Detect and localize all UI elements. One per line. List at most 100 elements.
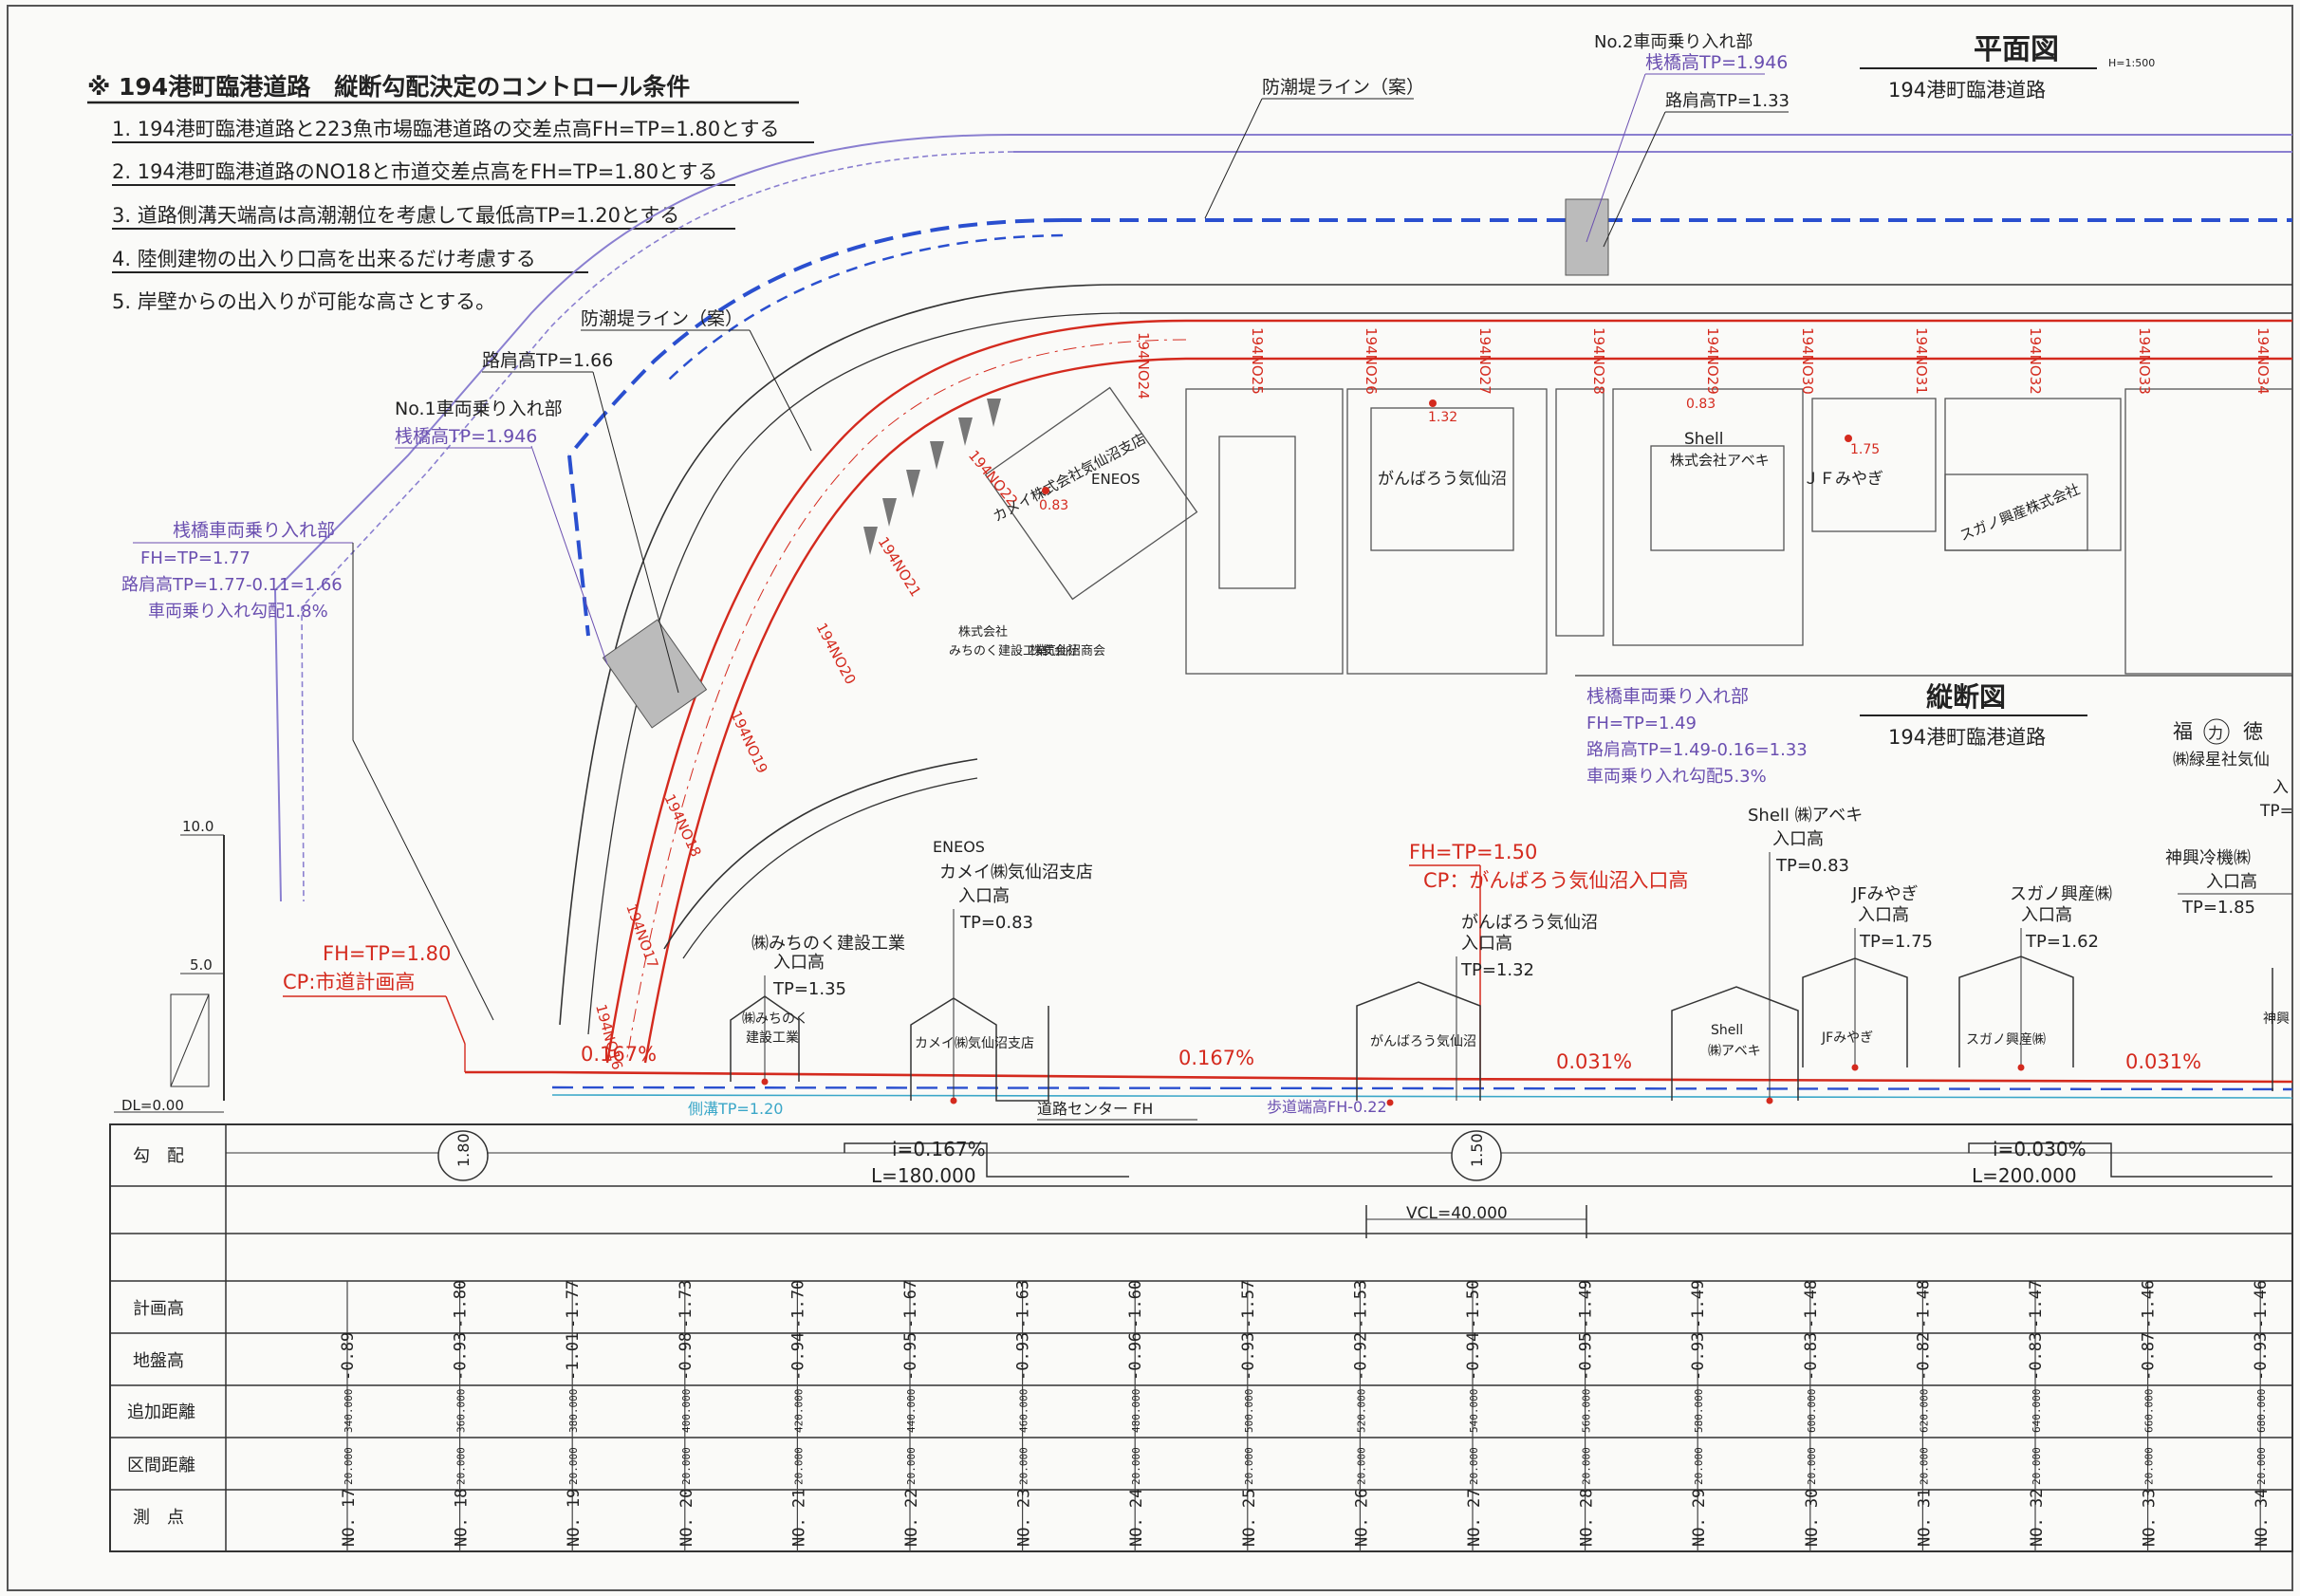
interval-value: 20.000 <box>2031 1447 2043 1485</box>
grade-pivot-label: 1.50 <box>1468 1133 1486 1167</box>
no2-bridge-entry <box>1565 198 1609 276</box>
ground-height-value: -0.83 <box>2027 1332 2046 1381</box>
building-label-eneos: ENEOS <box>1091 471 1141 488</box>
building-label: みちのく建設工業 <box>949 643 1048 659</box>
add-distance-value: 660.000 <box>2143 1389 2156 1433</box>
scale-label: 10.0 <box>182 818 213 835</box>
entrance-label: ㈱みちのく建設工業 <box>751 934 905 954</box>
bridge-note1-line: FH=TP=1.77 <box>140 548 250 568</box>
entrance-label: TP=1.75 <box>1859 932 1933 952</box>
plan-height-value: -1.57 <box>1239 1280 1258 1328</box>
ground-height-value: -0.93 <box>1689 1332 1708 1381</box>
spot-height: 0.83 <box>1039 498 1068 513</box>
add-distance-value: 460.000 <box>1018 1389 1030 1433</box>
plan-station-label: 194NO26 <box>1363 327 1380 395</box>
plan-station-label: 194NO32 <box>2027 327 2044 395</box>
fukuriki-label: 入 <box>2272 778 2289 797</box>
add-distance-value: 520.000 <box>1355 1389 1367 1433</box>
plan-height-value: -1.77 <box>564 1280 583 1328</box>
plan-station-label: 194NO21 <box>875 534 925 601</box>
grade-label: 0.031% <box>2125 1050 2201 1073</box>
no1-entry-label: No.1車両乗り入れ部 <box>395 399 563 419</box>
add-distance-value: 420.000 <box>792 1389 805 1433</box>
no1-bridge-entry <box>602 619 708 729</box>
interval-value: 20.000 <box>455 1447 468 1485</box>
bridge-note2-line: FH=TP=1.49 <box>1586 714 1697 733</box>
station-value: NO. 31 <box>1915 1489 1934 1547</box>
plan-height-value: -1.73 <box>677 1280 696 1328</box>
ground-height-value: -0.98 <box>677 1332 696 1381</box>
add-distance-value: 600.000 <box>1806 1389 1818 1433</box>
legend-gutter: 側溝TP=1.20 <box>688 1100 783 1118</box>
entrance-label: 入口高 <box>2021 905 2072 925</box>
ground-height-value: -0.93 <box>452 1332 471 1381</box>
grade-label: 0.167% <box>581 1043 657 1066</box>
vcl-label: VCL=40.000 <box>1406 1204 1508 1223</box>
station-value: NO. 34 <box>2253 1489 2272 1547</box>
entrance-label: スガノ興産㈱ <box>2010 884 2112 904</box>
interval-value: 20.000 <box>567 1447 580 1485</box>
no2-shoulder-label: 路肩高TP=1.33 <box>1665 91 1790 111</box>
fukuriki-label: 福 <box>2173 720 2193 743</box>
row-label-station: 測 点 <box>133 1508 184 1528</box>
building-label: 株式会社 <box>958 624 1008 640</box>
plan-height-value: -1.60 <box>1126 1280 1145 1328</box>
bridge-note2-line: 路肩高TP=1.49-0.16=1.33 <box>1586 740 1808 760</box>
no2-entry-label: No.2車両乗り入れ部 <box>1594 32 1753 52</box>
interval-value: 20.000 <box>2255 1447 2268 1485</box>
no1-bridge-height: 桟橋高TP=1.946 <box>395 426 537 447</box>
scale-label: DL=0.00 <box>121 1097 184 1114</box>
station-value: NO. 22 <box>902 1489 921 1547</box>
plan-scale: H=1:500 <box>2108 57 2155 69</box>
station-value: NO. 27 <box>1465 1489 1484 1547</box>
sign-label: ㈱アベキ <box>1708 1044 1761 1059</box>
ground-height-value: -0.92 <box>1351 1332 1370 1381</box>
condition-1: 1. 194港町臨港道路と223魚市場臨港道路の交差点高FH=TP=1.80とす… <box>112 118 780 140</box>
station-value: NO. 18 <box>453 1489 472 1547</box>
bridge-note2-line: 車両乗り入れ勾配5.3% <box>1586 767 1767 787</box>
row-label-grade: 勾 配 <box>133 1146 184 1166</box>
plan-grade-line <box>465 1070 2293 1084</box>
plan-station-label: 194NO30 <box>1799 327 1816 395</box>
entrance-label: Shell ㈱アベキ <box>1748 806 1863 826</box>
building-label-abeki: 株式会社アベキ <box>1670 452 1770 469</box>
legend-center: 道路センター FH <box>1037 1100 1153 1118</box>
plan-station-label: 194NO28 <box>1590 327 1607 395</box>
ground-height-value: -0.89 <box>339 1332 358 1381</box>
entrance-label: 入口高 <box>773 953 825 973</box>
entrance-label: TP=1.35 <box>772 979 846 999</box>
ground-height-value: -0.93 <box>2252 1332 2271 1381</box>
building-label: 気仙沼商会 <box>1044 643 1105 659</box>
station-value: NO. 32 <box>2028 1489 2047 1547</box>
station-value: NO. 24 <box>1127 1489 1146 1547</box>
grade-box-L: L=180.000 <box>871 1164 976 1187</box>
profile-view: 縦断図 194港町臨港道路 10.0 5.0 DL=0.00 0.167% 0.… <box>114 681 2293 1121</box>
ground-height-value: -0.94 <box>1464 1332 1483 1381</box>
sign-label: Shell <box>1711 1023 1743 1038</box>
no1-shoulder-label: 路肩高TP=1.66 <box>482 350 613 371</box>
station-value: NO. 30 <box>1803 1489 1822 1547</box>
entrance-label: TP=1.62 <box>2025 932 2099 952</box>
condition-2: 2. 194港町臨港道路のNO18と市道交差点高をFH=TP=1.80とする <box>112 160 717 183</box>
entrance-label: がんばろう気仙沼 <box>1461 913 1598 933</box>
station-value: NO. 21 <box>789 1489 808 1547</box>
plan-station-label: 194NO24 <box>1135 332 1152 399</box>
grade-box-L: L=200.000 <box>1972 1164 2077 1187</box>
ground-height-value: -0.82 <box>1914 1332 1933 1381</box>
seawall-label-1: 防潮堤ライン（案） <box>1262 77 1424 98</box>
sign-label: カメイ㈱気仙沼支店 <box>915 1036 1034 1051</box>
fukuriki-label: TP= <box>2259 802 2293 821</box>
ground-height-value: -0.95 <box>901 1332 920 1381</box>
plan-height-value: -1.48 <box>1802 1280 1821 1328</box>
entrance-label: 神興冷機㈱ <box>2165 848 2251 868</box>
plan-station-label: 194NO20 <box>812 620 859 687</box>
plan-height-value: -1.63 <box>1014 1280 1033 1328</box>
sign-label: ㈱みちのく <box>742 1011 808 1027</box>
station-value: NO. 20 <box>677 1489 696 1547</box>
interval-value: 20.000 <box>792 1447 805 1485</box>
add-distance-value: 360.000 <box>455 1389 468 1433</box>
station-value: NO. 19 <box>565 1489 584 1547</box>
ground-height-value: -0.93 <box>1239 1332 1258 1381</box>
fh150-cp: CP：がんばろう気仙沼入口高 <box>1423 869 1688 892</box>
fh180-cp: CP:市道計画高 <box>283 971 415 993</box>
